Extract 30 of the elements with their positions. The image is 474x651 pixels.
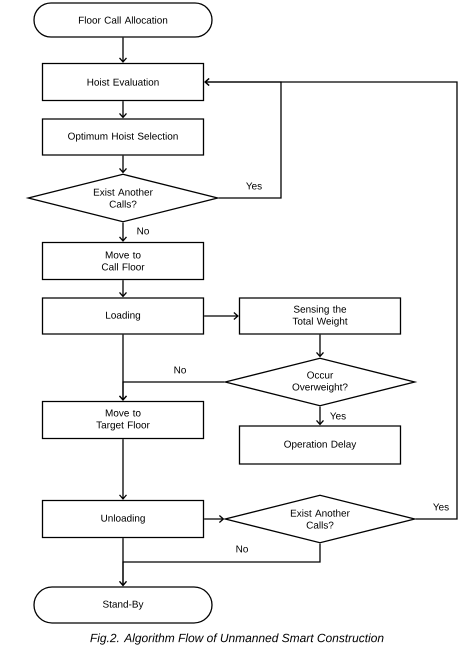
edge-label: Yes (244, 182, 264, 190)
arrow (204, 312, 239, 320)
edge-label: Yes (328, 412, 348, 420)
arrow (119, 280, 127, 298)
process-box: Move to Call Floor (42, 242, 204, 280)
arrow (119, 38, 127, 63)
terminal-box: Floor Call Allocation (33, 2, 213, 38)
caption: Fig.2. Algorithm Flow of Unmanned Smart Construction (90, 633, 384, 645)
arrow (119, 156, 127, 174)
arrow (316, 334, 324, 358)
process-box: Move to Target Floor (42, 400, 204, 440)
arrow (204, 78, 458, 520)
process-box: Unloading (42, 500, 204, 538)
process-box: Operation Delay (238, 425, 402, 465)
arrow (316, 406, 324, 426)
arrow (119, 222, 127, 242)
edge-label: No (234, 544, 250, 554)
arrow (204, 515, 224, 523)
edge-label: No (172, 366, 188, 374)
process-box: Optimum Hoist Selection (42, 118, 204, 156)
arrow (119, 439, 127, 500)
process-box: Loading (42, 297, 204, 335)
process-box: Hoist Evaluation (42, 62, 204, 102)
arrow (119, 538, 127, 586)
arrow (119, 334, 127, 401)
arrow (119, 101, 127, 118)
edge-label: Yes (432, 502, 450, 512)
edge-label: No (136, 226, 150, 236)
process-box: Sensing the Total Weight (238, 297, 402, 335)
terminal-box: Stand-By (33, 586, 213, 624)
